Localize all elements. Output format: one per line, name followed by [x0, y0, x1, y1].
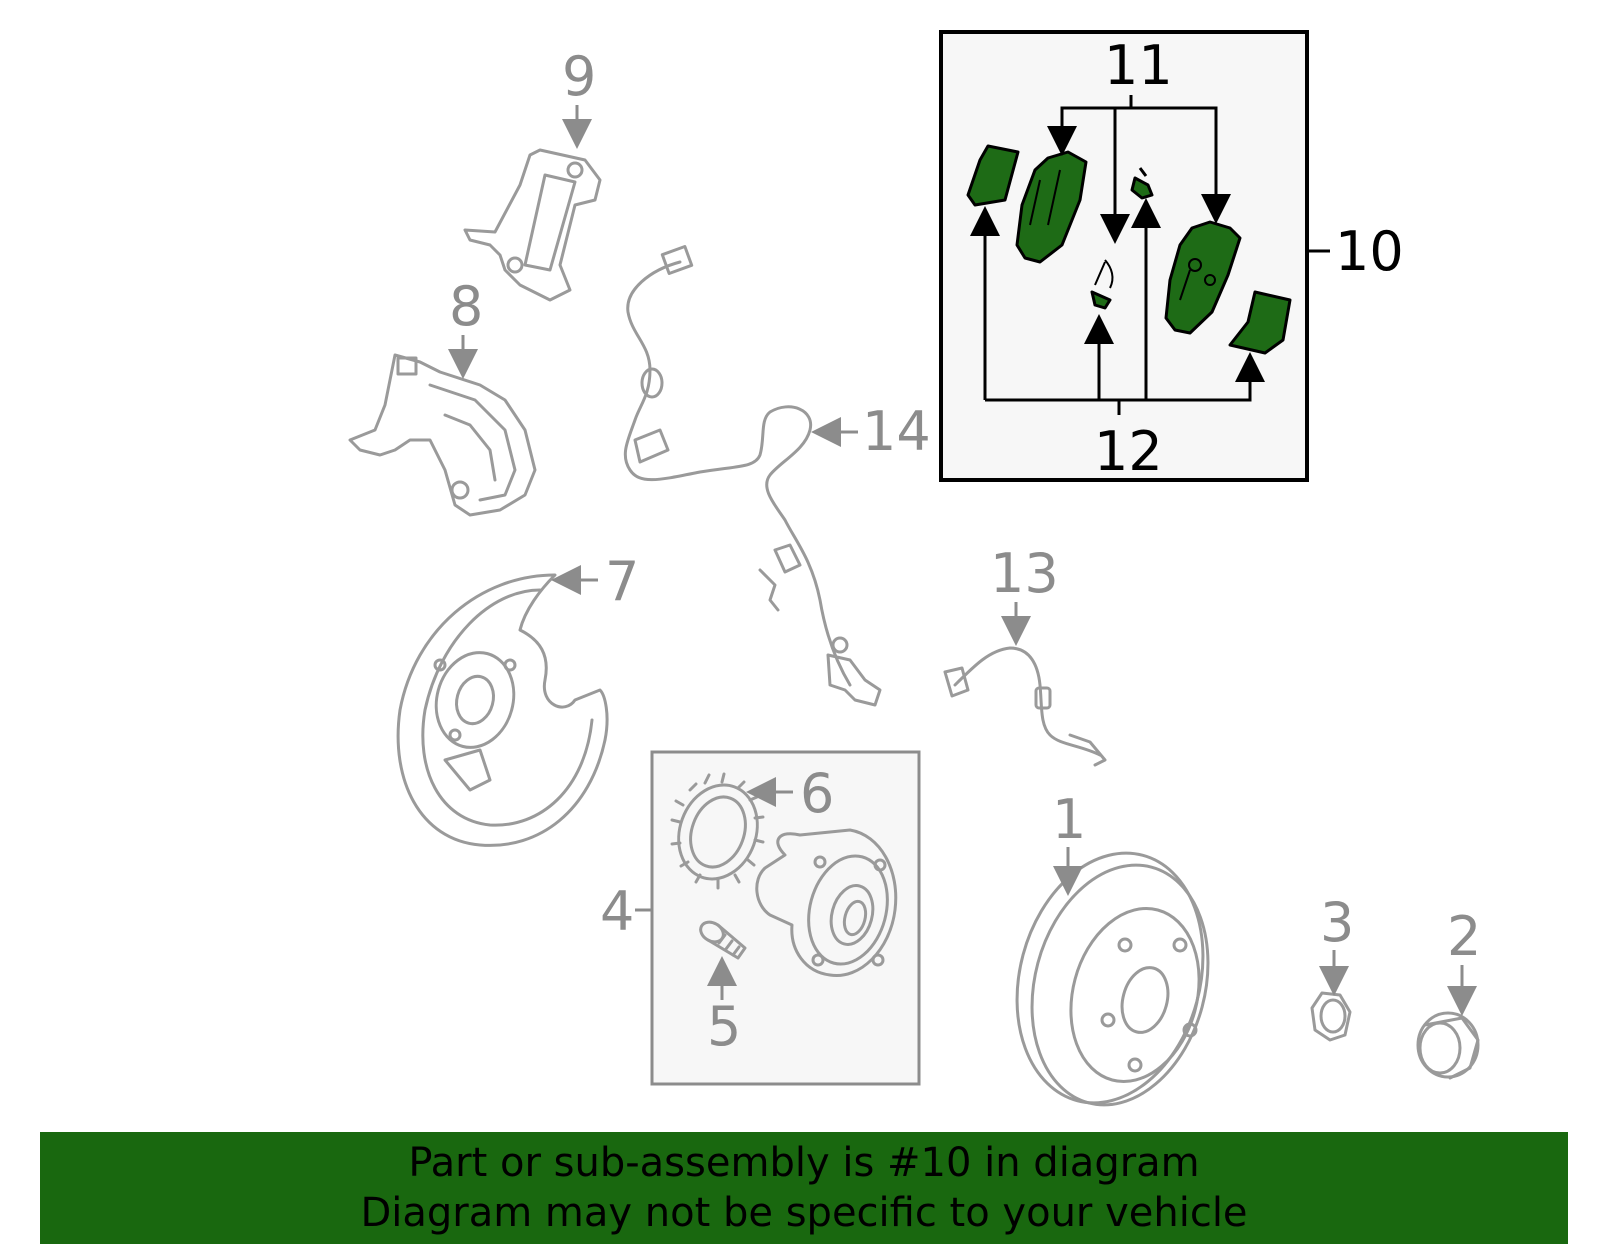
dust-shield-part-7[interactable] — [396, 573, 609, 847]
hub-assembly-box-part-4[interactable] — [650, 750, 921, 1086]
callout-12: 12 — [1094, 420, 1163, 483]
brake-hose-part-13[interactable] — [943, 646, 1107, 767]
callout-9: 9 — [562, 45, 596, 108]
callout-11: 11 — [1104, 34, 1173, 97]
callout-7: 7 — [605, 550, 639, 613]
callout-14: 14 — [862, 400, 931, 463]
callout-1: 1 — [1052, 788, 1086, 851]
caliper-bracket-part-9[interactable] — [463, 148, 602, 302]
callout-13: 13 — [990, 542, 1059, 605]
shims-hardware-part-12[interactable] — [966, 144, 1292, 355]
lug-nut-part-3[interactable] — [1310, 991, 1352, 1042]
tone-ring-part-6[interactable] — [666, 772, 770, 890]
brake-caliper-part-8[interactable] — [348, 353, 537, 517]
banner-line-2: Diagram may not be specific to your vehi… — [360, 1190, 1248, 1236]
callout-8: 8 — [449, 275, 483, 338]
callout-3: 3 — [1320, 891, 1354, 954]
brake-rotor-part-1[interactable] — [990, 832, 1233, 1125]
abs-wire-harness-part-14[interactable] — [623, 244, 882, 707]
callout-6: 6 — [800, 762, 834, 825]
wheel-hub[interactable] — [755, 828, 899, 978]
notice-banner: Part or sub-assembly is #10 in diagram D… — [40, 1132, 1568, 1244]
callout-5: 5 — [707, 995, 741, 1058]
wheel-stud-part-5[interactable] — [697, 918, 747, 960]
parts-diagram: 9 8 14 7 13 — [348, 30, 1481, 1125]
banner-line-1: Part or sub-assembly is #10 in diagram — [408, 1140, 1200, 1186]
hub-nut-part-2[interactable] — [1416, 1011, 1480, 1080]
brake-pad-kit-box-part-10[interactable] — [939, 30, 1309, 482]
callout-2: 2 — [1447, 905, 1481, 968]
callout-10: 10 — [1335, 220, 1404, 283]
callout-4: 4 — [600, 880, 634, 943]
brake-pads-part-11[interactable] — [1015, 150, 1242, 335]
